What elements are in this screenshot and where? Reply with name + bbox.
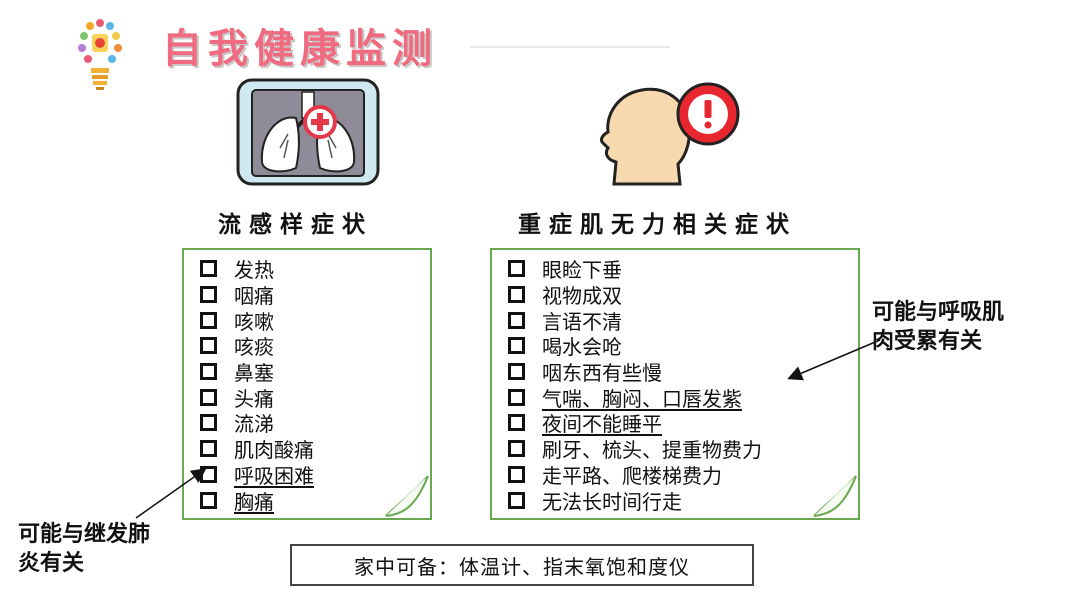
checkbox[interactable] bbox=[508, 286, 525, 304]
checkbox[interactable] bbox=[508, 337, 525, 355]
checklist-item-label: 咳痰 bbox=[234, 335, 274, 360]
checklist-item-label: 气喘、胸闷、口唇发紫 bbox=[542, 386, 742, 411]
checklist-item-label: 眼睑下垂 bbox=[542, 258, 622, 283]
checklist-item-label: 喝水会呛 bbox=[542, 335, 622, 360]
checklist-item-label: 咽痛 bbox=[234, 284, 274, 309]
checklist-item-label: 鼻塞 bbox=[234, 361, 274, 386]
mg-section-heading: 重症肌无力相关症状 bbox=[518, 211, 797, 238]
checklist-item: 夜间不能睡平 bbox=[508, 410, 762, 436]
lightbulb-logo-icon bbox=[70, 12, 130, 94]
checkbox[interactable] bbox=[200, 286, 217, 304]
checklist-item: 发热 bbox=[200, 256, 314, 282]
checklist-item-label: 咳嗽 bbox=[234, 309, 274, 334]
checklist-item: 刷牙、梳头、提重物费力 bbox=[508, 436, 762, 462]
mg-symptom-list: 眼睑下垂视物成双言语不清喝水会呛咽东西有些慢气喘、胸闷、口唇发紫夜间不能睡平刷牙… bbox=[490, 248, 860, 520]
checklist-item-label: 胸痛 bbox=[234, 489, 274, 514]
checkbox[interactable] bbox=[508, 491, 525, 509]
checkbox[interactable] bbox=[508, 363, 525, 381]
lungs-icon bbox=[236, 78, 380, 186]
checklist-item: 无法长时间行走 bbox=[508, 487, 762, 514]
checkbox[interactable] bbox=[508, 465, 525, 483]
checklist-item: 肌肉酸痛 bbox=[200, 436, 314, 462]
checkbox[interactable] bbox=[200, 491, 217, 509]
checklist-item: 鼻塞 bbox=[200, 359, 314, 385]
mg-annotation: 可能与呼吸肌 肉受累有关 bbox=[872, 298, 1004, 356]
checklist-item-label: 流涕 bbox=[234, 412, 274, 437]
checklist-item: 胸痛 bbox=[200, 487, 314, 514]
checklist-item: 走平路、爬楼梯费力 bbox=[508, 462, 762, 488]
checklist-item: 咳痰 bbox=[200, 333, 314, 359]
title-divider bbox=[470, 46, 670, 48]
mg-annotation-line1: 可能与呼吸肌 bbox=[872, 300, 1005, 325]
checklist-item-label: 走平路、爬楼梯费力 bbox=[542, 463, 722, 488]
checkbox[interactable] bbox=[508, 414, 525, 432]
checklist-item: 头痛 bbox=[200, 384, 314, 411]
checklist-item: 视物成双 bbox=[508, 282, 762, 308]
checklist-item-label: 夜间不能睡平 bbox=[542, 412, 662, 437]
checklist-item-label: 呼吸困难 bbox=[234, 463, 314, 488]
checklist-item: 喝水会呛 bbox=[508, 333, 762, 359]
checkbox[interactable] bbox=[508, 260, 525, 278]
page-curl-icon bbox=[382, 474, 430, 518]
checklist-item-label: 咽东西有些慢 bbox=[542, 361, 662, 386]
flu-annotation-line1: 可能与继发肺 bbox=[18, 522, 151, 547]
checkbox[interactable] bbox=[200, 337, 217, 355]
checklist-item-label: 头痛 bbox=[234, 386, 274, 411]
flu-annotation-line2: 炎有关 bbox=[18, 551, 85, 576]
flu-section-heading: 流感样症状 bbox=[218, 211, 373, 238]
page-curl-icon bbox=[810, 474, 858, 518]
checkbox[interactable] bbox=[200, 414, 217, 432]
flu-annotation: 可能与继发肺 炎有关 bbox=[18, 520, 150, 578]
checklist-item: 流涕 bbox=[200, 410, 314, 436]
checkbox[interactable] bbox=[508, 311, 525, 329]
checklist-item-label: 视物成双 bbox=[542, 284, 622, 309]
mg-annotation-line2: 肉受累有关 bbox=[872, 329, 983, 354]
checklist-item-label: 言语不清 bbox=[542, 309, 622, 334]
page-title: 自我健康监测 bbox=[162, 26, 438, 72]
flu-symptom-list: 发热咽痛咳嗽咳痰鼻塞头痛流涕肌肉酸痛呼吸困难胸痛 bbox=[182, 248, 432, 520]
checkbox[interactable] bbox=[508, 388, 525, 406]
checklist-item: 眼睑下垂 bbox=[508, 256, 762, 282]
checklist-item-label: 无法长时间行走 bbox=[542, 489, 682, 514]
checklist-item: 气喘、胸闷、口唇发紫 bbox=[508, 384, 762, 411]
checkbox[interactable] bbox=[200, 311, 217, 329]
checkbox[interactable] bbox=[508, 440, 525, 458]
checkbox[interactable] bbox=[200, 440, 217, 458]
checklist-item-label: 刷牙、梳头、提重物费力 bbox=[542, 438, 762, 463]
checkbox[interactable] bbox=[200, 388, 217, 406]
equipment-note: 家中可备：体温计、指末氧饱和度仪 bbox=[290, 544, 754, 586]
checklist-item-label: 肌肉酸痛 bbox=[234, 438, 314, 463]
head-warning-icon bbox=[596, 80, 746, 188]
checklist-item: 咽东西有些慢 bbox=[508, 359, 762, 385]
checklist-item: 咳嗽 bbox=[200, 307, 314, 334]
checklist-item: 言语不清 bbox=[508, 307, 762, 334]
checkbox[interactable] bbox=[200, 363, 217, 381]
checkbox[interactable] bbox=[200, 260, 217, 278]
checklist-item: 咽痛 bbox=[200, 282, 314, 308]
checklist-item-label: 发热 bbox=[234, 258, 274, 283]
